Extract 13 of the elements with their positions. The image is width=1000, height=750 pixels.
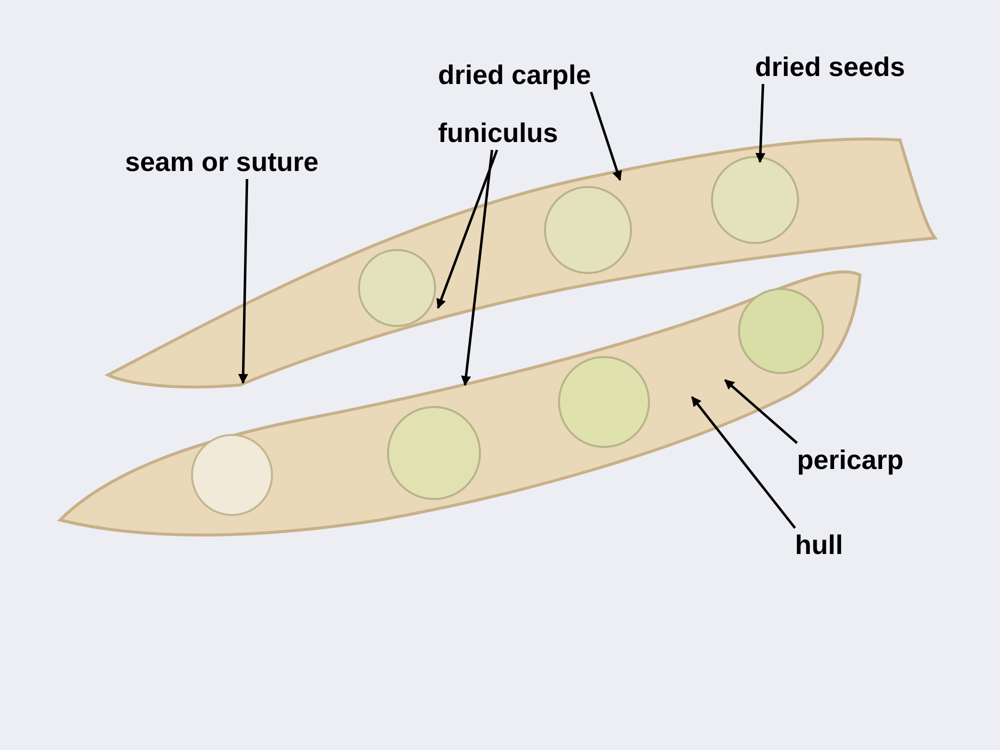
part-label: dried seeds bbox=[755, 52, 906, 82]
leader-line bbox=[461, 150, 494, 386]
leader-line bbox=[755, 84, 766, 163]
part-label: dried carple bbox=[438, 60, 592, 90]
leader-line bbox=[590, 92, 622, 181]
part-label: pericarp bbox=[797, 445, 904, 475]
leader-line bbox=[238, 178, 248, 384]
part-label: seam or suture bbox=[125, 147, 319, 177]
part-label: hull bbox=[795, 530, 843, 560]
part-label: funiculus bbox=[438, 118, 558, 148]
leader-line bbox=[724, 379, 798, 444]
leader-line bbox=[691, 396, 796, 529]
leader-line bbox=[436, 150, 498, 309]
